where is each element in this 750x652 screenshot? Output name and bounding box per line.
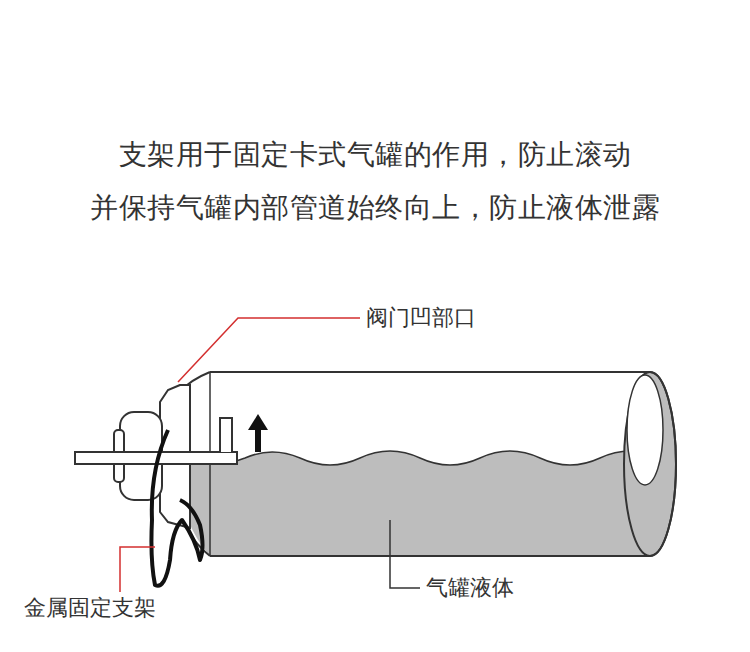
tube-inlet xyxy=(220,418,232,452)
arrow xyxy=(248,414,268,430)
canister-end xyxy=(624,372,676,556)
leader-line xyxy=(120,547,155,592)
title: 支架用于固定卡式气罐的作用，防止滚动 并保持气罐内部管道始终向上，防止液体泄露 xyxy=(81,128,669,234)
part-label: 气罐液体 xyxy=(424,574,516,602)
metal-bracket xyxy=(151,430,202,586)
part-label: 阀门凹部口 xyxy=(364,304,478,332)
liquid xyxy=(180,451,700,570)
part-label: 金属固定支架 xyxy=(22,594,158,622)
leader-line xyxy=(178,318,360,382)
canister-body xyxy=(210,372,650,556)
leader-line xyxy=(390,520,420,588)
